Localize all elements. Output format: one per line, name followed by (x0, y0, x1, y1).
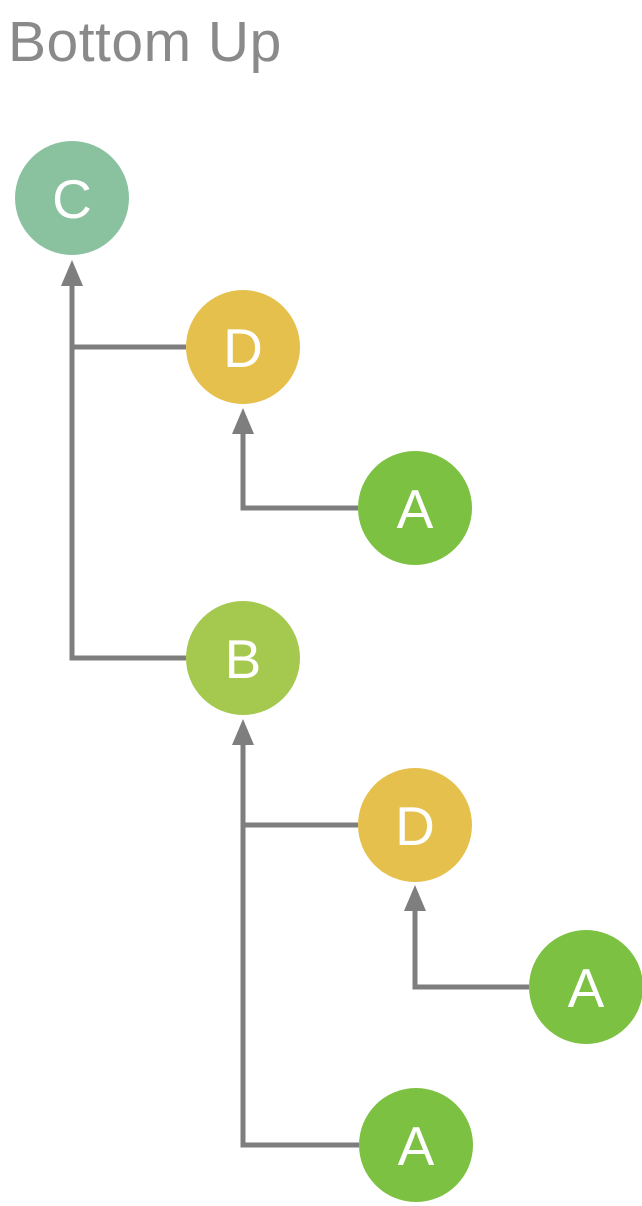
node-label-A2: A (568, 957, 605, 1019)
node-label-A3: A (398, 1115, 435, 1177)
edge-a3-and-d2-to-b (240, 745, 359, 1148)
node-A1: A (358, 451, 472, 565)
node-circle-A3 (359, 1088, 473, 1202)
node-C: C (15, 141, 129, 255)
node-B: B (186, 601, 300, 715)
node-circle-B (186, 601, 300, 715)
edge-a2-to-d2 (412, 911, 529, 990)
node-label-B: B (225, 628, 262, 690)
node-label-A1: A (397, 478, 434, 540)
node-A3: A (359, 1088, 473, 1202)
node-circle-D1 (186, 290, 300, 404)
edge-a1-to-d1 (240, 434, 358, 511)
diagram-title: Bottom Up (8, 10, 282, 74)
node-circle-D2 (358, 768, 472, 882)
node-D1: D (186, 290, 300, 404)
arrowhead-up-icon-a2-to-d2 (404, 885, 426, 911)
node-circle-A2 (529, 930, 642, 1044)
arrowhead-up-icon-a1-to-d1 (232, 408, 254, 434)
node-label-D1: D (223, 317, 263, 379)
node-label-D2: D (395, 795, 435, 857)
arrowhead-up-icon-b-and-d1-to-c (61, 260, 83, 286)
node-label-C: C (52, 168, 92, 230)
node-A2: A (529, 930, 642, 1044)
node-circle-C (15, 141, 129, 255)
node-D2: D (358, 768, 472, 882)
node-circle-A1 (358, 451, 472, 565)
arrowhead-up-icon-a3-and-d2-to-b (232, 719, 254, 745)
edge-b-and-d1-to-c (69, 286, 186, 661)
